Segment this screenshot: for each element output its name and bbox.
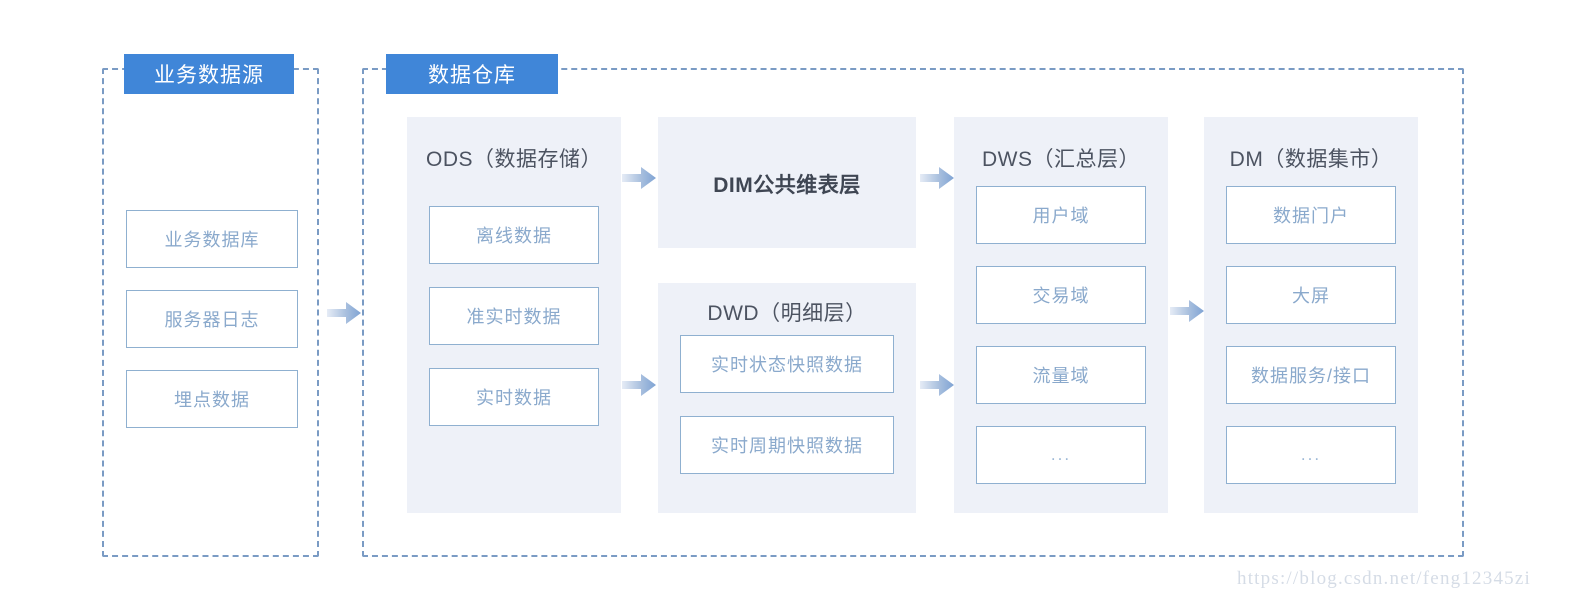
dm-item-label: 数据门户 — [1273, 206, 1349, 226]
source-item-label: 业务数据库 — [164, 230, 260, 250]
layer-panel-dws: DWS（汇总层） 用户域 交易域 流量域 ... — [954, 117, 1168, 513]
badge-label: 数据仓库 — [428, 64, 516, 87]
dm-item-label: 大屏 — [1292, 286, 1330, 306]
arrow-right-icon-ods-to-dwd — [622, 372, 656, 398]
source-item-tracking-data[interactable]: 埋点数据 — [126, 370, 298, 428]
dws-item-user-domain[interactable]: 用户域 — [976, 186, 1146, 244]
layer-title-dm: DM（数据集市） — [1229, 148, 1393, 171]
layer-title-dwd: DWD（明细层） — [707, 302, 867, 325]
arrow-right-icon-dws-to-dm — [1170, 298, 1204, 324]
dm-item-big-screen[interactable]: 大屏 — [1226, 266, 1396, 324]
layer-title-dim: DIM公共维表层 — [713, 174, 861, 197]
dm-item-label: 数据服务/接口 — [1250, 366, 1371, 386]
dws-item-label: 流量域 — [1032, 366, 1090, 386]
dws-item-transaction-domain[interactable]: 交易域 — [976, 266, 1146, 324]
ods-item-label: 离线数据 — [476, 226, 552, 246]
group-data-warehouse — [362, 68, 1464, 557]
source-item-server-log[interactable]: 服务器日志 — [126, 290, 298, 348]
watermark-text: https://blog.csdn.net/feng12345zi — [1237, 568, 1531, 589]
dwd-item-realtime-state-snapshot[interactable]: 实时状态快照数据 — [680, 335, 894, 393]
arrow-right-icon-dwd-to-dws — [920, 372, 954, 398]
dm-item-more[interactable]: ... — [1226, 426, 1396, 484]
ods-item-near-realtime-data[interactable]: 准实时数据 — [429, 287, 599, 345]
dwd-item-label: 实时周期快照数据 — [711, 436, 863, 456]
ods-item-label: 实时数据 — [476, 388, 552, 408]
source-item-business-db[interactable]: 业务数据库 — [126, 210, 298, 268]
dwd-item-label: 实时状态快照数据 — [711, 355, 863, 375]
layer-panel-ods: ODS（数据存储） 离线数据 准实时数据 实时数据 — [407, 117, 621, 513]
dm-item-label: ... — [1300, 445, 1322, 464]
dws-item-more[interactable]: ... — [976, 426, 1146, 484]
arrow-right-icon-dim-to-dws — [920, 165, 954, 191]
group-business-data-source: 业务数据库 服务器日志 埋点数据 — [102, 68, 319, 557]
layer-title-dws: DWS（汇总层） — [982, 148, 1140, 171]
layer-panel-dwd: DWD（明细层） 实时状态快照数据 实时周期快照数据 — [658, 283, 916, 513]
dws-item-label: 用户域 — [1032, 206, 1090, 226]
badge-data-warehouse: 数据仓库 — [386, 54, 558, 94]
dm-item-data-service-api[interactable]: 数据服务/接口 — [1226, 346, 1396, 404]
dws-item-label: ... — [1050, 445, 1072, 464]
layer-title-ods: ODS（数据存储） — [425, 148, 602, 171]
layer-panel-dim: DIM公共维表层 — [658, 117, 916, 248]
source-item-label: 埋点数据 — [174, 390, 250, 410]
ods-item-realtime-data[interactable]: 实时数据 — [429, 368, 599, 426]
dwd-item-realtime-period-snapshot[interactable]: 实时周期快照数据 — [680, 416, 894, 474]
dws-item-traffic-domain[interactable]: 流量域 — [976, 346, 1146, 404]
arrow-right-icon-ods-to-dim — [622, 165, 656, 191]
dws-item-label: 交易域 — [1032, 286, 1090, 306]
ods-item-offline-data[interactable]: 离线数据 — [429, 206, 599, 264]
source-item-label: 服务器日志 — [164, 310, 260, 330]
badge-label: 业务数据源 — [154, 64, 264, 87]
badge-business-data-source: 业务数据源 — [124, 54, 294, 94]
ods-item-label: 准实时数据 — [466, 307, 562, 327]
layer-panel-dm: DM（数据集市） 数据门户 大屏 数据服务/接口 ... — [1204, 117, 1418, 513]
dm-item-data-portal[interactable]: 数据门户 — [1226, 186, 1396, 244]
arrow-right-icon-source-to-ods — [327, 300, 361, 326]
